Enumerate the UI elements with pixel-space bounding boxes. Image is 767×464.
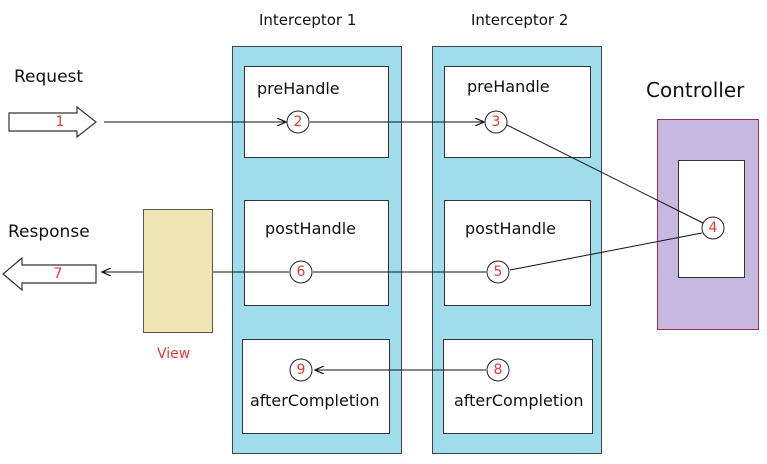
step-5-number: 5 xyxy=(493,264,503,280)
interceptor-1-aftercompletion-label: afterCompletion xyxy=(250,391,380,410)
interceptor-2-aftercompletion-box: afterCompletion xyxy=(443,339,593,434)
step-4-circle xyxy=(701,216,725,240)
request-label: Request xyxy=(14,67,84,87)
step-2-number: 2 xyxy=(293,114,303,130)
step-6-circle xyxy=(289,260,313,284)
view-box xyxy=(143,209,213,333)
interceptor-1-title: Interceptor 1 xyxy=(259,11,357,29)
response-arrow xyxy=(2,256,97,292)
line-4-to-5 xyxy=(509,232,703,271)
step-4-number: 4 xyxy=(708,220,718,236)
step-2-circle xyxy=(286,110,310,134)
step-5-circle xyxy=(486,260,510,284)
step-9-number: 9 xyxy=(296,362,306,378)
interceptor-1-prehandle-box: preHandle xyxy=(244,66,389,158)
interceptor-1-posthandle-box: postHandle xyxy=(244,200,389,306)
step-1-number: 1 xyxy=(55,114,65,130)
interceptor-1-posthandle-label: postHandle xyxy=(265,219,356,238)
controller-title: Controller xyxy=(646,78,745,102)
interceptor-2-title: Interceptor 2 xyxy=(471,11,569,29)
interceptor-2-prehandle-label: preHandle xyxy=(467,77,550,96)
step-8-circle xyxy=(486,358,510,382)
interceptor-2-aftercompletion-label: afterCompletion xyxy=(454,391,584,410)
step-6-number: 6 xyxy=(296,264,306,280)
interceptor-2-posthandle-label: postHandle xyxy=(465,219,556,238)
interceptor-1-prehandle-label: preHandle xyxy=(257,79,340,98)
step-9-circle xyxy=(289,358,313,382)
line-3-to-4 xyxy=(506,124,704,224)
step-7-number: 7 xyxy=(53,266,63,282)
step-3-number: 3 xyxy=(491,114,501,130)
step-8-number: 8 xyxy=(493,362,503,378)
interceptor-1-aftercompletion-box: afterCompletion xyxy=(242,339,390,434)
step-3-circle xyxy=(484,110,508,134)
view-label: View xyxy=(157,346,191,362)
request-arrow xyxy=(8,105,97,139)
interceptor-2-prehandle-box: preHandle xyxy=(444,66,591,158)
interceptor-2-posthandle-box: postHandle xyxy=(444,200,591,306)
response-label: Response xyxy=(8,222,90,242)
